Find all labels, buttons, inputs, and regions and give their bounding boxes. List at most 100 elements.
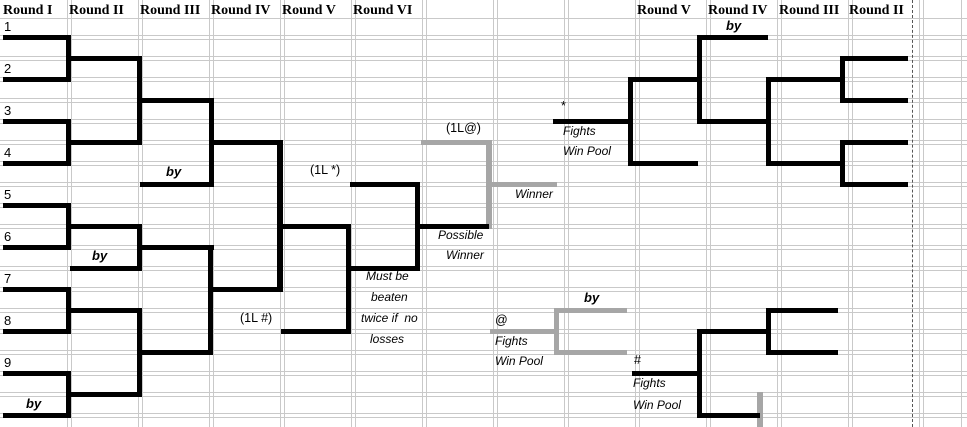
bye-label: by (92, 248, 108, 263)
gridline-vertical (138, 0, 139, 427)
loser-drop-label: (1L *) (310, 163, 341, 177)
bracket-line (281, 329, 351, 334)
gridline-vertical (284, 0, 285, 427)
gridline-horizontal (0, 39, 967, 40)
annotation: beaten (371, 290, 408, 304)
bracket-line (3, 161, 70, 166)
bracket-line (632, 371, 700, 376)
gridline-horizontal (0, 60, 967, 61)
bracket-line-gray (557, 350, 627, 355)
round-header: Round I (3, 3, 53, 18)
seed-number: 6 (4, 229, 12, 244)
gridline-vertical (213, 0, 214, 427)
gridline-vertical (497, 0, 498, 427)
gridline-horizontal (0, 266, 967, 267)
gridline-horizontal (0, 308, 967, 309)
gridline-vertical (355, 0, 356, 427)
seed-number: 1 (4, 19, 12, 34)
bracket-line (630, 77, 702, 82)
gridline-vertical (639, 0, 640, 427)
gridline-horizontal (0, 392, 967, 393)
bracket-line (140, 182, 214, 187)
bracket-line (700, 119, 771, 124)
gridline-vertical (852, 0, 853, 427)
bracket-line-gray (486, 140, 492, 229)
gridline-vertical (919, 0, 920, 427)
gridline-horizontal (0, 186, 967, 187)
bracket-line (768, 77, 845, 82)
gridline-horizontal (0, 245, 967, 246)
bye-label: by (726, 18, 742, 33)
bye-label: by (166, 164, 182, 179)
gridline-horizontal (0, 18, 967, 19)
gridline-horizontal (0, 291, 967, 292)
gridline-horizontal (0, 287, 967, 288)
seed-number: 7 (4, 271, 12, 286)
bracket-line (3, 287, 70, 292)
gridline-horizontal (0, 165, 967, 166)
bracket-line (700, 413, 760, 418)
gridline-horizontal (0, 354, 967, 355)
bracket-line (843, 140, 908, 145)
gridline-horizontal (0, 81, 967, 82)
gridline-horizontal (0, 182, 967, 183)
bracket-line (66, 56, 140, 61)
gridline-vertical (961, 0, 962, 427)
gridline-vertical (71, 0, 72, 427)
gridline-vertical (848, 0, 849, 427)
gridline-vertical (426, 0, 427, 427)
bracket-line (277, 140, 283, 292)
gridline-vertical (351, 0, 352, 427)
match-symbol: @ (495, 313, 508, 327)
gridline-vertical (777, 0, 778, 427)
annotation: Winner (446, 248, 484, 262)
bracket-line (350, 182, 420, 187)
bracket-line-gray (490, 329, 556, 334)
gridline-vertical (568, 0, 569, 427)
gridline-vertical (209, 0, 210, 427)
bracket-line (70, 266, 140, 271)
bracket-line-gray (490, 182, 557, 187)
annotation: Win Pool (563, 144, 611, 158)
gridline-horizontal (0, 371, 967, 372)
annotation: Fights (495, 334, 528, 348)
gridline-horizontal (0, 98, 967, 99)
annotation: Win Pool (495, 354, 543, 368)
seed-number: 9 (4, 355, 12, 370)
gridline-horizontal (0, 56, 967, 57)
bracket-line (3, 245, 70, 250)
bracket-line-gray (421, 140, 489, 145)
bye-label: by (26, 396, 42, 411)
bracket-line-gray (554, 308, 559, 355)
round-header: Round IV (708, 3, 768, 18)
gridline-horizontal (0, 77, 967, 78)
bracket-line (3, 413, 70, 418)
bracket-line (768, 308, 838, 313)
gridline-horizontal (0, 35, 967, 36)
loser-drop-label: (1L #) (240, 311, 273, 325)
bracket-line (3, 203, 70, 208)
bye-label: by (584, 290, 600, 305)
bracket-line (3, 35, 70, 40)
bracket-line (843, 98, 908, 103)
annotation: Fights (633, 376, 666, 390)
gridline-vertical (142, 0, 143, 427)
gridline-vertical (564, 0, 565, 427)
gridline-vertical (493, 0, 494, 427)
round-header: Round III (140, 3, 201, 18)
gridline-horizontal (0, 417, 967, 418)
seed-number: 5 (4, 187, 12, 202)
round-header: Round V (637, 3, 691, 18)
gridline-horizontal (0, 333, 967, 334)
bracket-line (3, 119, 70, 124)
seed-number: 2 (4, 61, 12, 76)
annotation: Must be (366, 269, 409, 283)
gridline-vertical (781, 0, 782, 427)
gridline-horizontal (0, 312, 967, 313)
bracket-line (277, 224, 351, 229)
bracket-line (630, 161, 698, 166)
gridline-vertical (923, 0, 924, 427)
bracket-line (3, 329, 70, 334)
gridline-horizontal (0, 203, 967, 204)
